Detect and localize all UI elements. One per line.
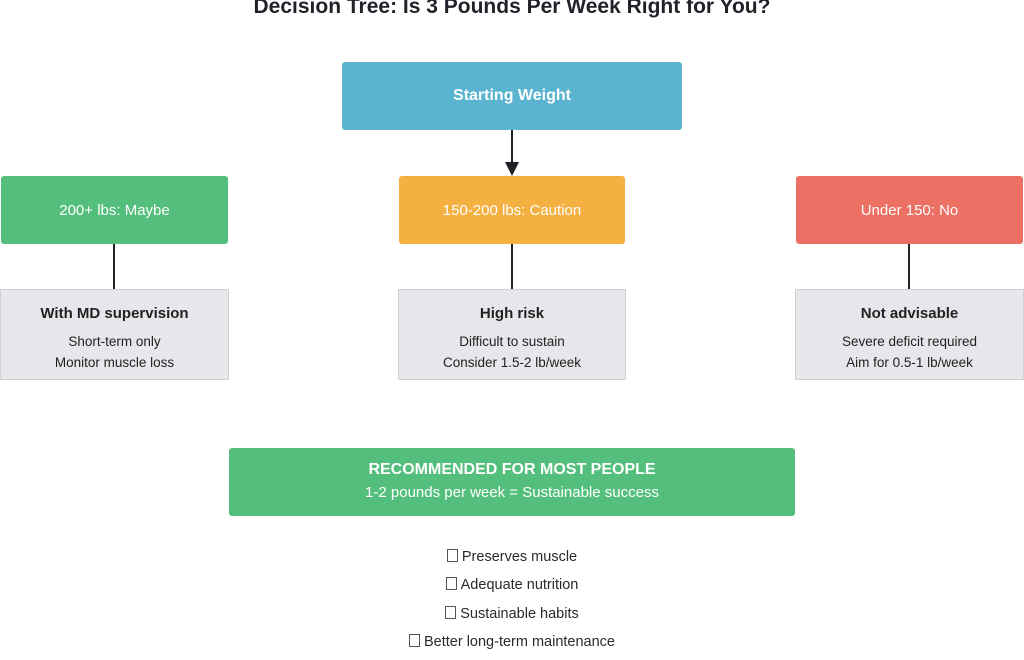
- detail-heading: With MD supervision: [40, 305, 189, 322]
- benefits-list: Preserves muscle Adequate nutrition Sust…: [0, 547, 1024, 660]
- detail-box-200-plus: With MD supervision Short-term only Moni…: [0, 289, 229, 380]
- detail-heading: High risk: [479, 305, 545, 322]
- recommendation-box: RECOMMENDED FOR MOST PEOPLE 1-2 pounds p…: [229, 448, 795, 516]
- benefit-label: Better long-term maintenance: [423, 633, 615, 650]
- detail-line: Severe deficit required: [841, 334, 978, 349]
- benefit-item: Better long-term maintenance: [0, 632, 1024, 660]
- arrow-head: [505, 162, 519, 176]
- benefit-item: Adequate nutrition: [0, 575, 1024, 603]
- checkbox-icon: [445, 605, 457, 619]
- connector-line-right: [908, 244, 910, 290]
- diagram-title: Decision Tree: Is 3 Pounds Per Week Righ…: [253, 0, 771, 18]
- detail-line: Difficult to sustain: [459, 334, 565, 349]
- branch-node-200-plus: 200+ lbs: Maybe: [1, 176, 228, 244]
- benefit-item: Preserves muscle: [0, 547, 1024, 575]
- detail-line: Aim for 0.5-1 lb/week: [846, 355, 973, 370]
- branch-node-under-150: Under 150: No: [796, 176, 1023, 244]
- root-node-starting-weight: Starting Weight: [342, 62, 682, 130]
- checkbox-icon: [445, 577, 457, 591]
- benefit-label: Preserves muscle: [461, 549, 578, 565]
- benefit-label: Sustainable habits: [460, 605, 579, 622]
- root-node-label: Starting Weight: [453, 87, 571, 104]
- branch-label: Under 150: No: [860, 201, 959, 219]
- connector-line-left: [113, 244, 115, 290]
- recommendation-heading: RECOMMENDED FOR MOST PEOPLE: [368, 461, 656, 478]
- benefit-label: Adequate nutrition: [460, 577, 579, 594]
- detail-line: Short-term only: [68, 334, 161, 349]
- detail-line: Monitor muscle loss: [54, 355, 175, 370]
- connector-line-middle: [511, 244, 513, 290]
- detail-line: Consider 1.5-2 lb/week: [442, 355, 582, 370]
- branch-label: 200+ lbs: Maybe: [59, 201, 170, 219]
- checkbox-icon: [408, 633, 420, 647]
- detail-heading: Not advisable: [860, 305, 959, 322]
- recommendation-subtext: 1-2 pounds per week = Sustainable succes…: [365, 484, 659, 501]
- detail-box-150-200: High risk Difficult to sustain Consider …: [398, 289, 626, 380]
- detail-box-under-150: Not advisable Severe deficit required Ai…: [795, 289, 1024, 380]
- benefit-item: Sustainable habits: [0, 604, 1024, 632]
- branch-label: 150-200 lbs: Caution: [442, 201, 582, 219]
- branch-node-150-200: 150-200 lbs: Caution: [399, 176, 625, 244]
- checkbox-icon: [446, 549, 458, 562]
